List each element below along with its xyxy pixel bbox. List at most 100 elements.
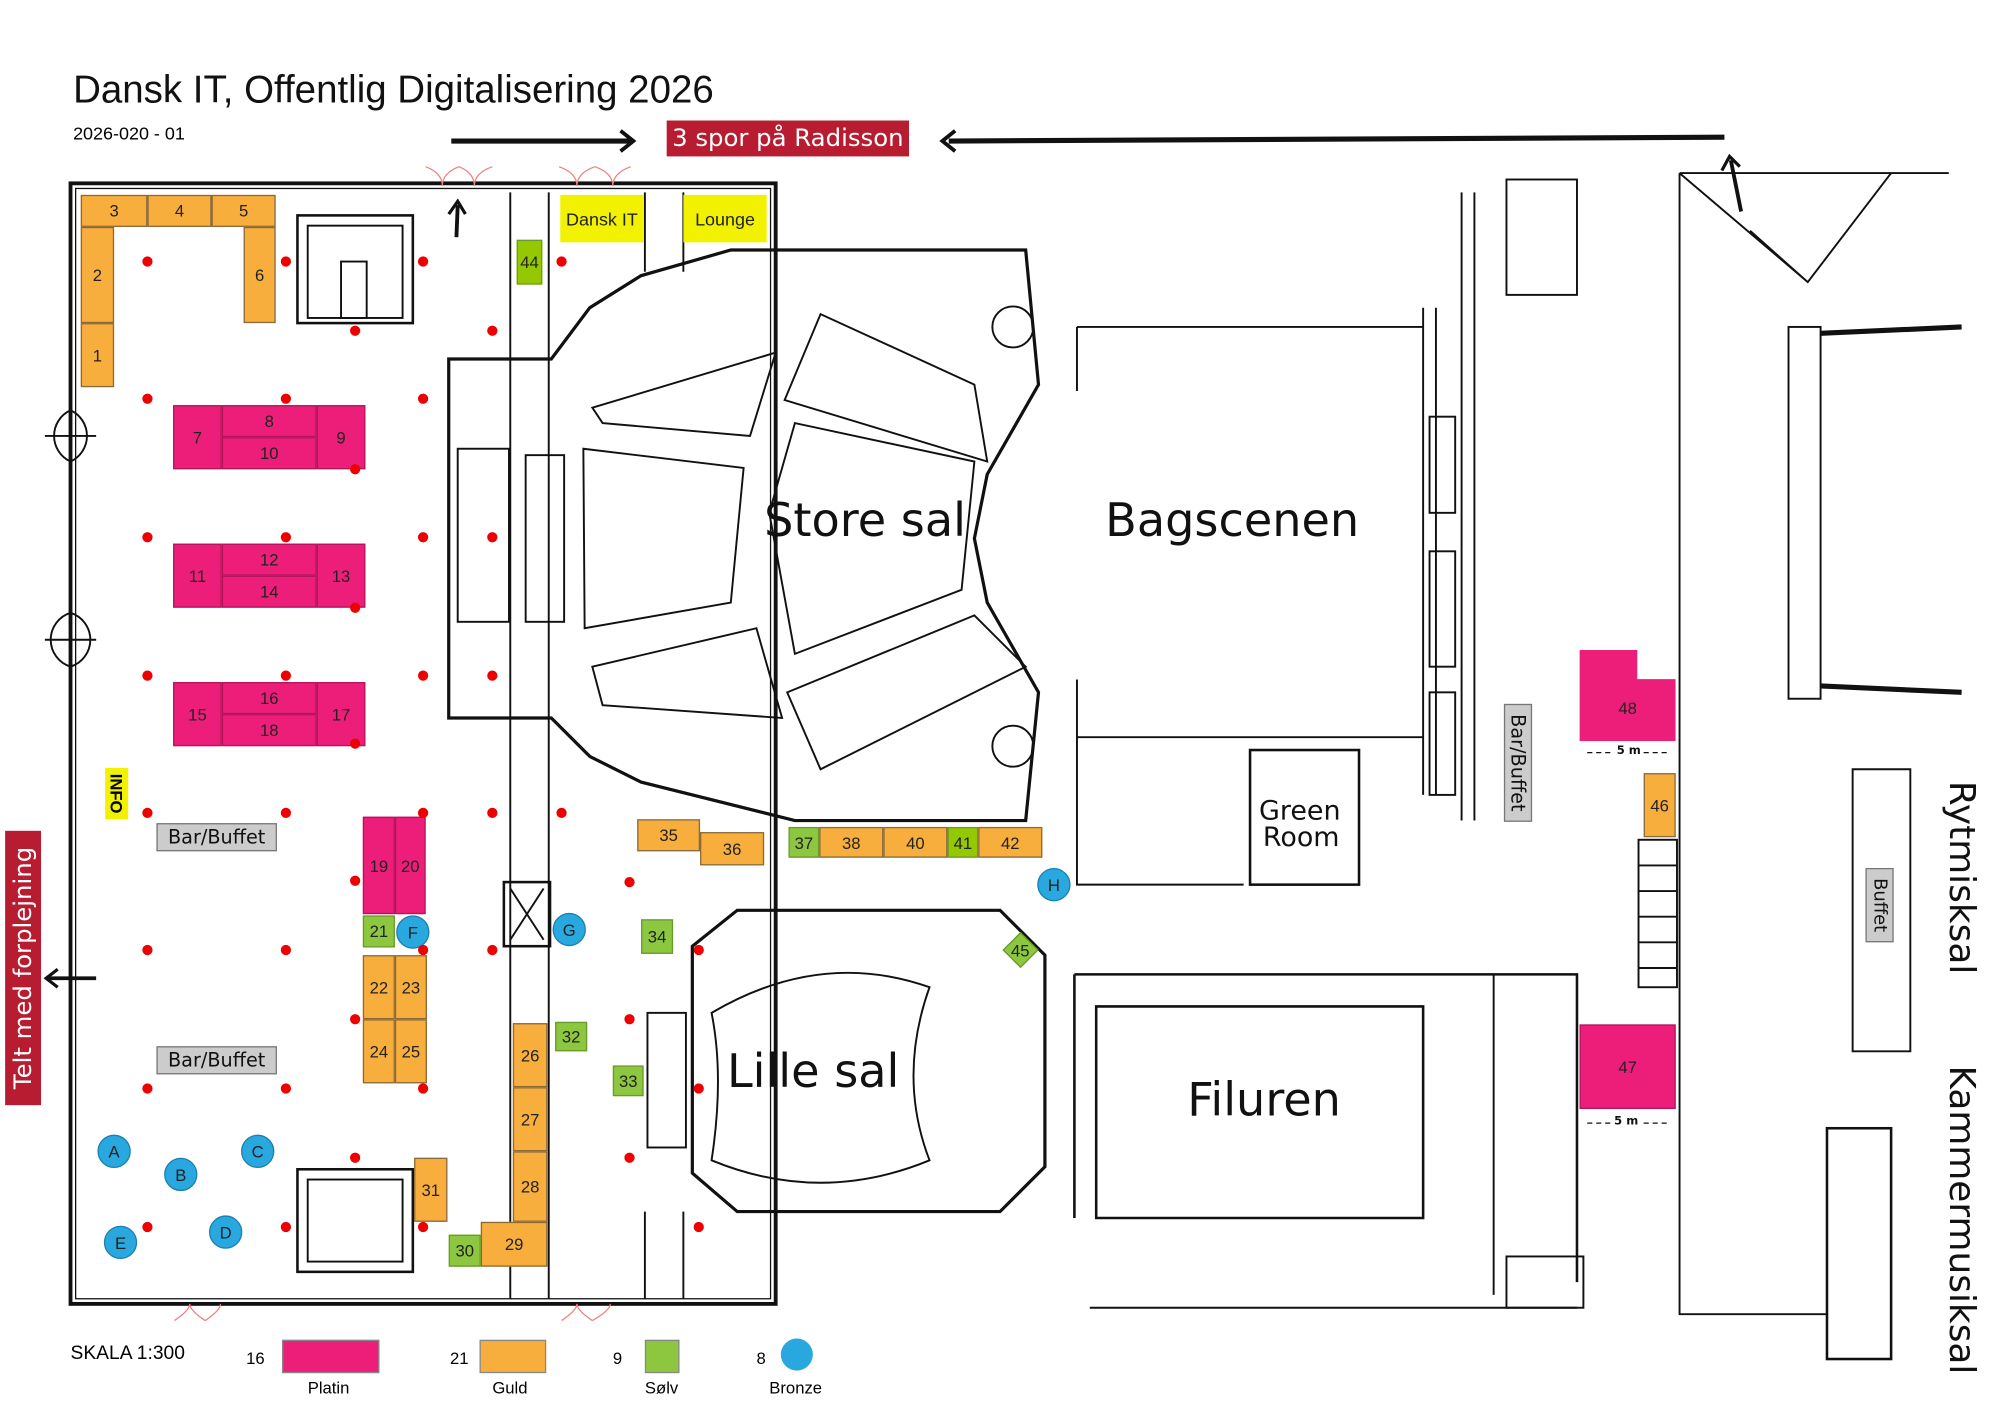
booth-20[interactable]: 20 — [394, 816, 426, 915]
booth-47[interactable]: 47 — [1579, 1024, 1676, 1110]
booth-6[interactable]: 6 — [243, 226, 276, 324]
column-marker — [693, 944, 704, 956]
legend-count-bronze: 8 — [756, 1348, 766, 1369]
column-marker — [693, 1221, 704, 1233]
page-title: Dansk IT, Offentlig Digitalisering 2026 — [73, 69, 714, 112]
booth-42[interactable]: 42 — [978, 826, 1043, 858]
legend-label-bronze: Bronze — [769, 1378, 823, 1398]
bronze-spot-b[interactable]: B — [164, 1157, 198, 1192]
bronze-spot-c[interactable]: C — [241, 1134, 275, 1168]
booth-26[interactable]: 26 — [512, 1023, 548, 1088]
column-marker — [142, 256, 153, 267]
booth-37[interactable]: 37 — [788, 826, 820, 858]
booth-40[interactable]: 40 — [883, 826, 948, 858]
column-marker — [487, 944, 498, 956]
column-marker — [556, 256, 567, 267]
bar-buffet-2: Bar/Buffet — [156, 1046, 277, 1075]
booth-5[interactable]: 5 — [211, 194, 276, 227]
booth-12[interactable]: 12 — [221, 543, 317, 576]
booth-32[interactable]: 32 — [555, 1021, 588, 1052]
booth-2[interactable]: 2 — [80, 226, 115, 324]
column-marker — [350, 1152, 361, 1163]
booth-21[interactable]: 21 — [362, 915, 395, 948]
scale-label: SKALA 1:300 — [70, 1342, 185, 1365]
booth-3[interactable]: 3 — [80, 194, 148, 227]
column-marker — [417, 807, 429, 818]
booth-38[interactable]: 38 — [819, 826, 884, 858]
room-kammermusiksal: Kammermusiksal — [1941, 1065, 1984, 1375]
column-marker — [280, 1083, 292, 1094]
bronze-spot-d[interactable]: D — [208, 1215, 243, 1249]
booth-17[interactable]: 17 — [316, 682, 366, 747]
booth-27[interactable]: 27 — [512, 1087, 548, 1152]
booth-8[interactable]: 8 — [221, 405, 317, 438]
radisson-banner: 3 spor på Radisson — [666, 120, 910, 157]
room-green-room-line1: Green — [1259, 794, 1341, 826]
legend-swatch-solv — [644, 1339, 680, 1374]
lounge-area[interactable]: Lounge — [683, 194, 767, 243]
booth-1[interactable]: 1 — [80, 323, 115, 388]
column-marker — [350, 464, 361, 475]
column-marker — [417, 532, 429, 543]
column-marker — [142, 1083, 153, 1094]
column-marker — [417, 1083, 429, 1094]
booth-14[interactable]: 14 — [221, 575, 317, 608]
room-bagscenen: Bagscenen — [1105, 494, 1360, 548]
column-marker — [142, 670, 153, 681]
booth-23[interactable]: 23 — [394, 955, 427, 1020]
column-marker — [556, 807, 567, 818]
room-green-room-line2: Room — [1262, 821, 1340, 853]
booth-44[interactable]: 44 — [516, 239, 543, 285]
bronze-spot-e[interactable]: E — [103, 1225, 138, 1260]
booth-9[interactable]: 9 — [316, 405, 366, 470]
booth-22[interactable]: 22 — [362, 955, 395, 1020]
column-marker — [280, 393, 292, 404]
booth-4[interactable]: 4 — [147, 194, 212, 227]
bar-buffet-3: Bar/Buffet — [1503, 703, 1533, 822]
booth-29[interactable]: 29 — [480, 1221, 548, 1267]
booth-33[interactable]: 33 — [612, 1065, 644, 1097]
column-marker — [142, 944, 153, 956]
booth-41[interactable]: 41 — [947, 826, 979, 858]
bronze-spot-a[interactable]: A — [97, 1134, 131, 1168]
column-marker — [693, 1083, 704, 1094]
booth-30[interactable]: 30 — [448, 1234, 481, 1267]
booth-19[interactable]: 19 — [362, 816, 395, 915]
bronze-spot-g[interactable]: G — [552, 912, 586, 947]
legend-swatch-platin — [282, 1339, 380, 1374]
booth-16[interactable]: 16 — [221, 682, 317, 715]
booth-13[interactable]: 13 — [316, 543, 366, 608]
booth-7[interactable]: 7 — [173, 405, 222, 470]
column-marker — [280, 1221, 292, 1233]
dansk-it-stand[interactable]: Dansk IT — [560, 194, 644, 243]
legend-count-platin: 16 — [246, 1348, 265, 1369]
tent-catering-banner: Telt med forplejning — [5, 830, 42, 1106]
column-marker — [350, 1014, 361, 1025]
booth-15[interactable]: 15 — [173, 682, 222, 747]
column-marker — [624, 1014, 635, 1025]
booth-46[interactable]: 46 — [1643, 773, 1676, 838]
column-marker — [280, 807, 292, 818]
legend-label-platin: Platin — [307, 1378, 350, 1398]
booth-28[interactable]: 28 — [512, 1151, 548, 1222]
booth-45-label: 45 — [1011, 940, 1030, 960]
column-marker — [280, 944, 292, 956]
booth-35[interactable]: 35 — [637, 819, 701, 852]
booth-31[interactable]: 31 — [414, 1157, 448, 1222]
legend-count-solv: 9 — [612, 1348, 623, 1369]
booth-34[interactable]: 34 — [641, 919, 674, 954]
column-marker — [624, 1152, 635, 1163]
booth-11[interactable]: 11 — [173, 543, 222, 608]
booth-24[interactable]: 24 — [362, 1019, 395, 1084]
legend-count-guld: 21 — [450, 1348, 469, 1369]
bronze-spot-f[interactable]: F — [396, 915, 430, 949]
column-marker — [350, 738, 361, 749]
booth-25[interactable]: 25 — [394, 1019, 427, 1084]
bronze-spot-h[interactable]: H — [1037, 867, 1071, 902]
buffet-label: Buffet — [1865, 867, 1894, 943]
booth-10[interactable]: 10 — [221, 437, 317, 470]
column-marker — [350, 602, 361, 613]
booth-18[interactable]: 18 — [221, 714, 317, 747]
booth-36[interactable]: 36 — [700, 832, 765, 866]
